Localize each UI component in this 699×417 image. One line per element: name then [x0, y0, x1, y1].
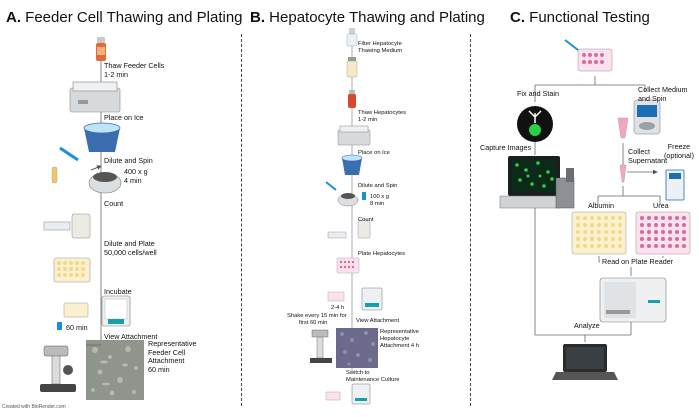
feeder-plate-icon — [53, 257, 91, 283]
colB-step-ice: Place on Ice — [358, 150, 390, 156]
footer-credit: Created with BioRender.com — [2, 404, 66, 410]
filter-icon — [346, 28, 358, 47]
colA-step-ice: Place on Ice — [104, 113, 144, 122]
supernatant-tube-icon — [619, 164, 627, 183]
colA-incubate-time: 60 min — [66, 323, 88, 332]
colB-step-count: Count — [358, 217, 374, 223]
count-slide-icon — [43, 213, 91, 239]
microscope-b-icon — [310, 329, 332, 363]
feeder-micrograph — [86, 340, 144, 400]
colC-urea-label: Urea — [653, 201, 669, 210]
colB-incubate-time: 2-4 h — [331, 305, 345, 311]
water-bath-b-icon — [337, 125, 371, 146]
colB-step-plate: Plate Hepatocytes — [358, 251, 406, 257]
incubator-b-icon — [327, 287, 383, 311]
colC-freeze: Freeze(optional) — [664, 142, 694, 160]
hepatocyte-plate-icon — [336, 257, 360, 274]
divider-right — [470, 34, 471, 406]
medium-bottle-icon — [346, 57, 358, 78]
centrifuge-b-icon — [325, 181, 366, 207]
colB-step-spin: Dilute and Spin — [358, 183, 398, 189]
laptop-icon — [552, 344, 618, 380]
feeder-vial-icon — [96, 37, 106, 61]
plate-reader-icon — [599, 277, 667, 323]
water-bath-icon — [69, 81, 121, 113]
timer-icon — [57, 322, 62, 330]
count-b-icon — [327, 219, 371, 239]
hepatocyte-vial-icon — [348, 90, 356, 108]
colB-step-view: View Attachment — [356, 318, 400, 324]
colC-title: C. Functional Testing — [510, 9, 650, 26]
colA-graphics — [40, 37, 144, 400]
centrifuge-c-icon — [617, 99, 661, 139]
colA-title: A. Feeder Cell Thawing and Plating — [6, 9, 243, 26]
antibody-stain-icon — [517, 106, 553, 142]
colA-step-spin: Dilute and Spin — [104, 156, 153, 165]
incubator-icon — [63, 295, 131, 327]
ice-bucket-icon — [83, 122, 121, 152]
divider-left — [241, 34, 242, 406]
colA-step-view: View Attachment — [104, 332, 158, 341]
test-plate-icon — [564, 39, 613, 72]
colC-capture-images: Capture Images — [480, 143, 532, 152]
colC-analyze-label: Analyze — [572, 321, 602, 331]
colC-fix-stain: Fix and Stain — [517, 89, 559, 98]
colC-albumin-label: Albumin — [588, 201, 614, 210]
colB-graphics — [310, 28, 383, 405]
imager-icon — [499, 156, 575, 209]
colC-graphics — [499, 39, 691, 380]
albumin-plate-icon — [571, 211, 627, 255]
centrifuge-icon — [51, 146, 122, 194]
ice-bucket-b-icon — [341, 154, 363, 175]
freezer-icon — [665, 169, 685, 201]
colB-title: B. Hepatocyte Thawing and Plating — [250, 9, 485, 26]
maintenance-incubator-icon — [325, 383, 371, 405]
colA-step-incubate: Incubate — [104, 287, 132, 296]
urea-plate-icon — [635, 211, 691, 255]
colA-step-count: Count — [104, 199, 124, 208]
microscope-icon — [40, 345, 76, 392]
colC-plate-reader-label: Read on Plate Reader — [600, 257, 676, 267]
hepatocyte-micrograph — [336, 328, 378, 368]
